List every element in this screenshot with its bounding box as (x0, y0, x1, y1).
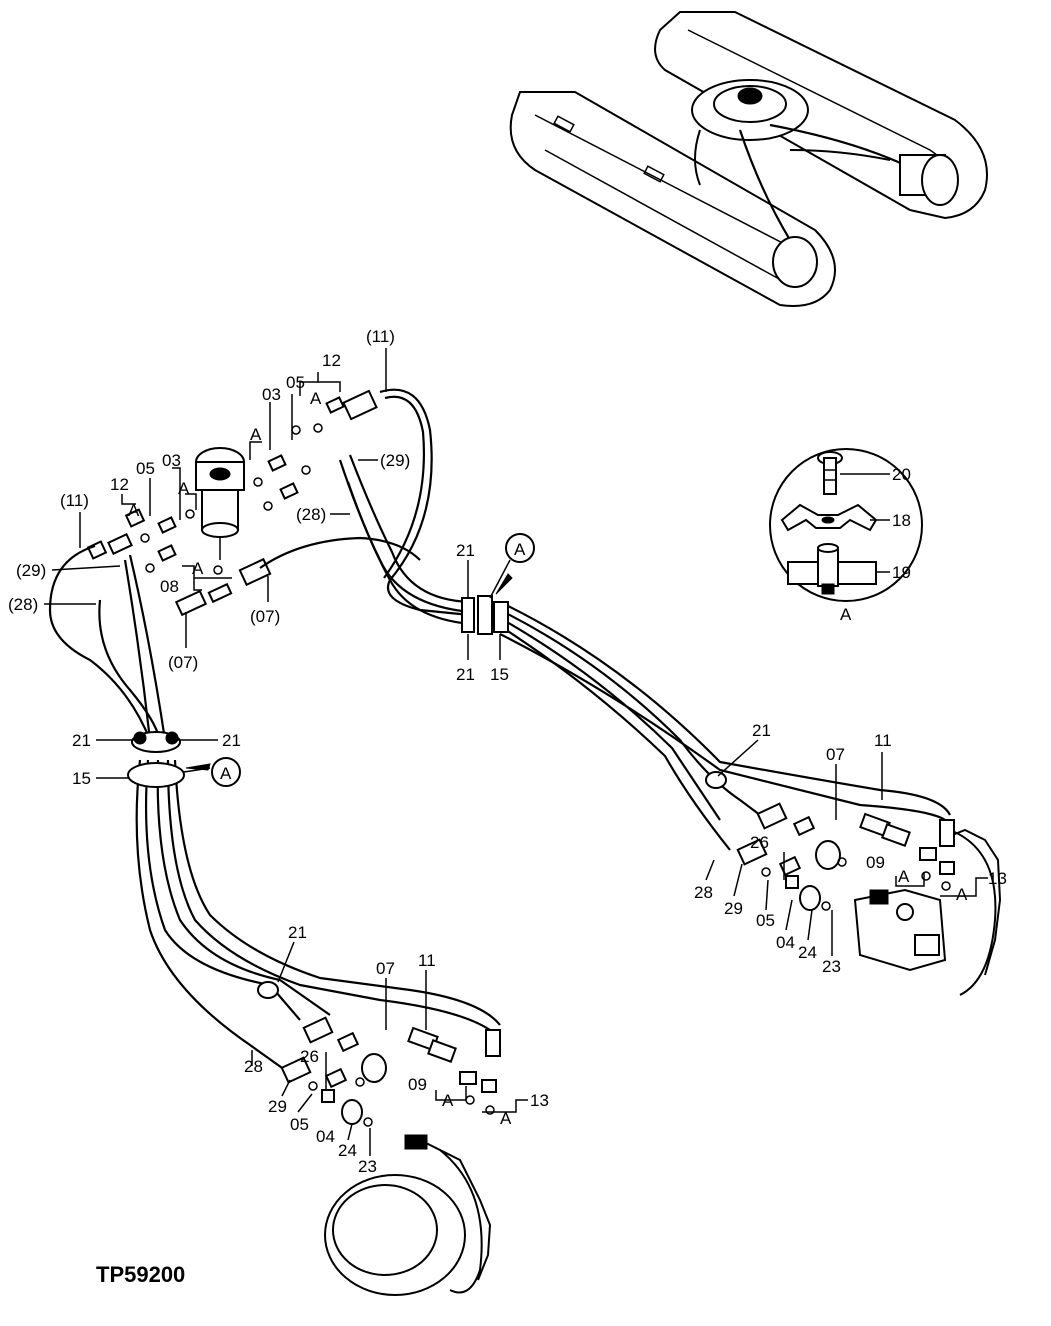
a-ref-03-upper: A (250, 425, 262, 444)
callout-15-left: 15 (72, 769, 91, 788)
a-ref-12-upper: A (310, 389, 322, 408)
callout-11-left: (11) (60, 491, 89, 510)
callout-29-left: (29) (16, 561, 46, 580)
a-ref-03-left: A (178, 479, 190, 498)
clamp-right (705, 771, 727, 789)
callout-26-right: 26 (750, 833, 769, 852)
clamp-left (127, 731, 185, 788)
detail-ref-circles (185, 533, 535, 787)
callout-04-right: 04 (776, 933, 795, 952)
a-ref-13-right: A (956, 885, 968, 904)
callout-19: 19 (892, 563, 911, 582)
callout-07-lower-left: 07 (376, 959, 395, 978)
callout-21-left-a: 21 (72, 731, 91, 750)
detail-a-ref-left: A (220, 764, 232, 783)
callout-28-upper: (28) (296, 505, 326, 524)
callout-21-right: 21 (752, 721, 771, 740)
callout-29-right: 29 (724, 899, 743, 918)
callout-11-lower-left: 11 (418, 951, 436, 970)
callout-03-left: 03 (162, 451, 181, 470)
callout-09-right: 09 (866, 853, 885, 872)
leader-lines (44, 348, 988, 1156)
a-ref-12-left: A (128, 501, 140, 520)
a-ref-13-lower-left: A (500, 1109, 512, 1128)
callout-26-lower-left: 26 (300, 1047, 319, 1066)
detail-a-label: A (840, 605, 852, 624)
travel-motor-right-icon (853, 828, 1002, 996)
clamp-upper (461, 595, 509, 635)
fittings-upper (86, 389, 378, 617)
callout-07-right: 07 (826, 745, 845, 764)
callout-12-upper: 12 (322, 351, 341, 370)
a-ref-09-lower-left: A (442, 1091, 454, 1110)
callout-15-upper: 15 (490, 665, 509, 684)
callout-20: 20 (892, 465, 911, 484)
travel-motor-left-icon (324, 1134, 492, 1296)
callout-21-lower-left: 21 (288, 923, 307, 942)
callout-21-upper-b: 21 (456, 665, 475, 684)
callout-11-upper: (11) (366, 327, 395, 346)
a-ref-08: A (192, 559, 204, 578)
callout-21-upper-a: 21 (456, 541, 475, 560)
callout-05-left: 05 (136, 459, 155, 478)
callout-23-lower-left: 23 (358, 1157, 377, 1176)
callout-03-upper: 03 (262, 385, 281, 404)
callout-04-lower-left: 04 (316, 1127, 335, 1146)
callout-21-left-b: 21 (222, 731, 241, 750)
callout-05-upper: 05 (286, 373, 305, 392)
callout-28-lower-left: 28 (244, 1057, 263, 1076)
callout-29-lower-left: 29 (268, 1097, 287, 1116)
center-joint-icon (195, 447, 245, 560)
callout-08: 08 (160, 577, 179, 596)
hose-clamp-detail-icon (769, 448, 923, 602)
callout-09-lower-left: 09 (408, 1075, 427, 1094)
a-ref-09-right: A (898, 867, 910, 886)
detail-a-ref-upper: A (514, 540, 526, 559)
callout-18: 18 (892, 511, 911, 530)
callout-28-left: (28) (8, 595, 38, 614)
callout-07-left: (07) (168, 653, 198, 672)
callout-12-left: 12 (110, 475, 129, 494)
callout-13-right: 13 (988, 869, 1007, 888)
undercarriage-overview-icon (509, 11, 988, 307)
callout-29-upper: (29) (380, 451, 410, 470)
callout-28-right: 28 (694, 883, 713, 902)
fittings-lower-right (736, 802, 955, 911)
figure-code: TP59200 (96, 1262, 185, 1287)
callout-07-upper: (07) (250, 607, 280, 626)
callout-23-right: 23 (822, 957, 841, 976)
clamp-lower-left (257, 981, 279, 999)
callout-11-right: 11 (874, 731, 892, 750)
callout-24-lower-left: 24 (338, 1141, 357, 1160)
callout-13-lower-left: 13 (530, 1091, 549, 1110)
callout-05-lower-left: 05 (290, 1115, 309, 1134)
callout-05-right: 05 (756, 911, 775, 930)
fittings-lower-left (280, 1016, 501, 1127)
callout-24-right: 24 (798, 943, 817, 962)
